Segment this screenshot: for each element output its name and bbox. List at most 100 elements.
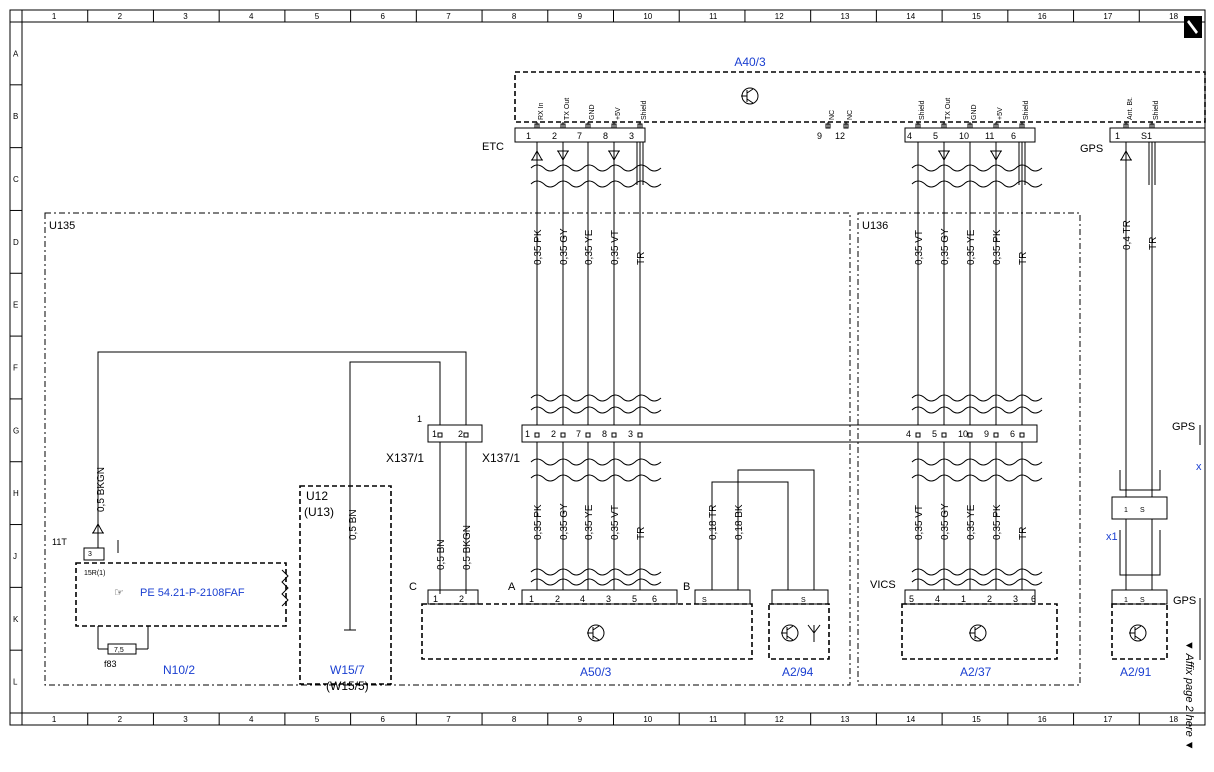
wire-label-gps: 0,4 TR [1122,220,1133,250]
pin-15r1: 15R(1) [84,570,105,577]
wire-label-upper: 0,35 GY [940,228,951,265]
grid-col-bottom: 9 [578,715,583,724]
grid-row: J [13,552,17,561]
a40-pin-signal: +5V [997,107,1004,120]
a40-pin-num: 10 [959,131,969,141]
pin-s-a294: S [801,597,806,604]
a40-pin-signal: TX Out [945,98,952,120]
affix-note: ▼ Affix page 2 here ▼ [1183,640,1195,751]
grid-row: E [13,301,18,310]
a40-pin-num: 9 [817,131,822,141]
a40-pin-num: 2 [552,131,557,141]
reference-link[interactable]: PE 54.21-P-2108FAF [140,587,245,599]
x137-vics-pin: 9 [984,429,989,439]
a40-pin-signal: GND [971,104,978,120]
component-u135: U135 [49,220,75,232]
transistor-icon [781,624,799,642]
component-u12: U12 [306,489,328,503]
wire-label-lower: 0,35 PK [533,504,544,540]
grid-col-bottom: 17 [1103,715,1112,724]
grid-col-bottom: 14 [906,715,915,724]
grid-col-bottom: 10 [643,715,652,724]
x137-vics-pin: 4 [906,429,911,439]
a40-pin-num: 4 [907,131,912,141]
component-w15-5: (W15/5) [326,679,369,693]
grid-col-bottom: 8 [512,715,517,724]
wire-label-upper: 0,35 YE [966,229,977,265]
wire-label-upper: 0,35 PK [533,229,544,265]
grid-col-bottom: 4 [249,715,254,724]
connector-a: A [508,581,516,593]
component-u136: U136 [862,220,888,232]
pin-3: 3 [88,551,92,558]
fuse-f83: f83 [104,659,117,669]
connector-gps-mid: GPS [1172,421,1195,433]
connector-b: B [683,581,690,593]
grid-row: B [13,112,18,121]
a40-pin-signal: Shield [641,100,648,120]
a237-pin: 3 [1013,594,1018,604]
grid-row: C [13,175,19,184]
x137-vics-pin: 6 [1010,429,1015,439]
grid-col-bottom: 16 [1038,715,1047,724]
grid-col-top: 17 [1103,12,1112,21]
a50-b-pin: S [702,597,707,604]
component-a2-91: A2/91 [1120,665,1152,679]
grid-row: K [13,615,19,624]
transistor-icon [741,87,759,105]
grid-col-top: 7 [446,12,451,21]
a40-pin-num: 8 [603,131,608,141]
grid-col-top: 10 [643,12,652,21]
wire-label-lower: TR [636,527,647,540]
a40-pin-signal: NC [829,110,836,120]
grid-row: F [13,364,18,373]
a50-a-pin: 6 [652,594,657,604]
wire-label-lower: 0,35 GY [940,503,951,540]
grid-col-bottom: 12 [775,715,784,724]
a237-pin: 2 [987,594,992,604]
a40-pin-num: 5 [933,131,938,141]
grid-col-bottom: 2 [118,715,123,724]
a50-a-pin: 4 [580,594,585,604]
x137-left-pin: 1 [432,429,437,439]
component-x137-1-left: X137/1 [386,451,424,465]
connector-c: C [409,581,417,593]
wire-label-lower: 0,35 YE [966,504,977,540]
wire-label-c: 0,5 BN [436,539,447,570]
a40-pin-num: S1 [1141,131,1152,141]
grid-col-top: 4 [249,12,254,21]
grid-col-top: 1 [52,12,57,21]
wire-label-upper: 0,35 YE [584,229,595,265]
a50-a-pin: 1 [529,594,534,604]
connector-etc: ETC [482,141,504,153]
a40-pin-signal: RX In [538,102,545,120]
component-x-edge: x [1196,461,1202,473]
grid-col-top: 14 [906,12,915,21]
wire-label-lower: 0,35 VT [610,505,621,540]
pencil-icon [1184,16,1202,38]
grid-col-bottom: 3 [183,715,188,724]
wire-label-upper: 0,35 PK [992,229,1003,265]
wire-label-upper: TR [1018,252,1029,265]
grid-col-top: 9 [578,12,583,21]
connector-gps-top: GPS [1080,143,1103,155]
wire-label-gps: TR [1148,237,1159,250]
component-a40-3: A40/3 [734,55,766,69]
grid-col-bottom: 18 [1169,715,1178,724]
a237-pin: 5 [909,594,914,604]
a237-pin: 4 [935,594,940,604]
wire-label-upper: TR [636,252,647,265]
wire-label-n10: 0,5 BKGN [96,467,107,512]
pin-1-x1: 1 [1124,507,1128,514]
a50-a-pin: 5 [632,594,637,604]
a40-pin-signal: TX Out [564,98,571,120]
grid-col-bottom: 15 [972,715,981,724]
grid-col-top: 12 [775,12,784,21]
wire-label-lower: 0,35 YE [584,504,595,540]
wire-label-upper: 0,35 VT [610,230,621,265]
grid-col-top: 6 [380,12,385,21]
x137-vics-pin: 5 [932,429,937,439]
a40-pin-signal: GND [589,104,596,120]
transistor-icon [1129,624,1147,642]
